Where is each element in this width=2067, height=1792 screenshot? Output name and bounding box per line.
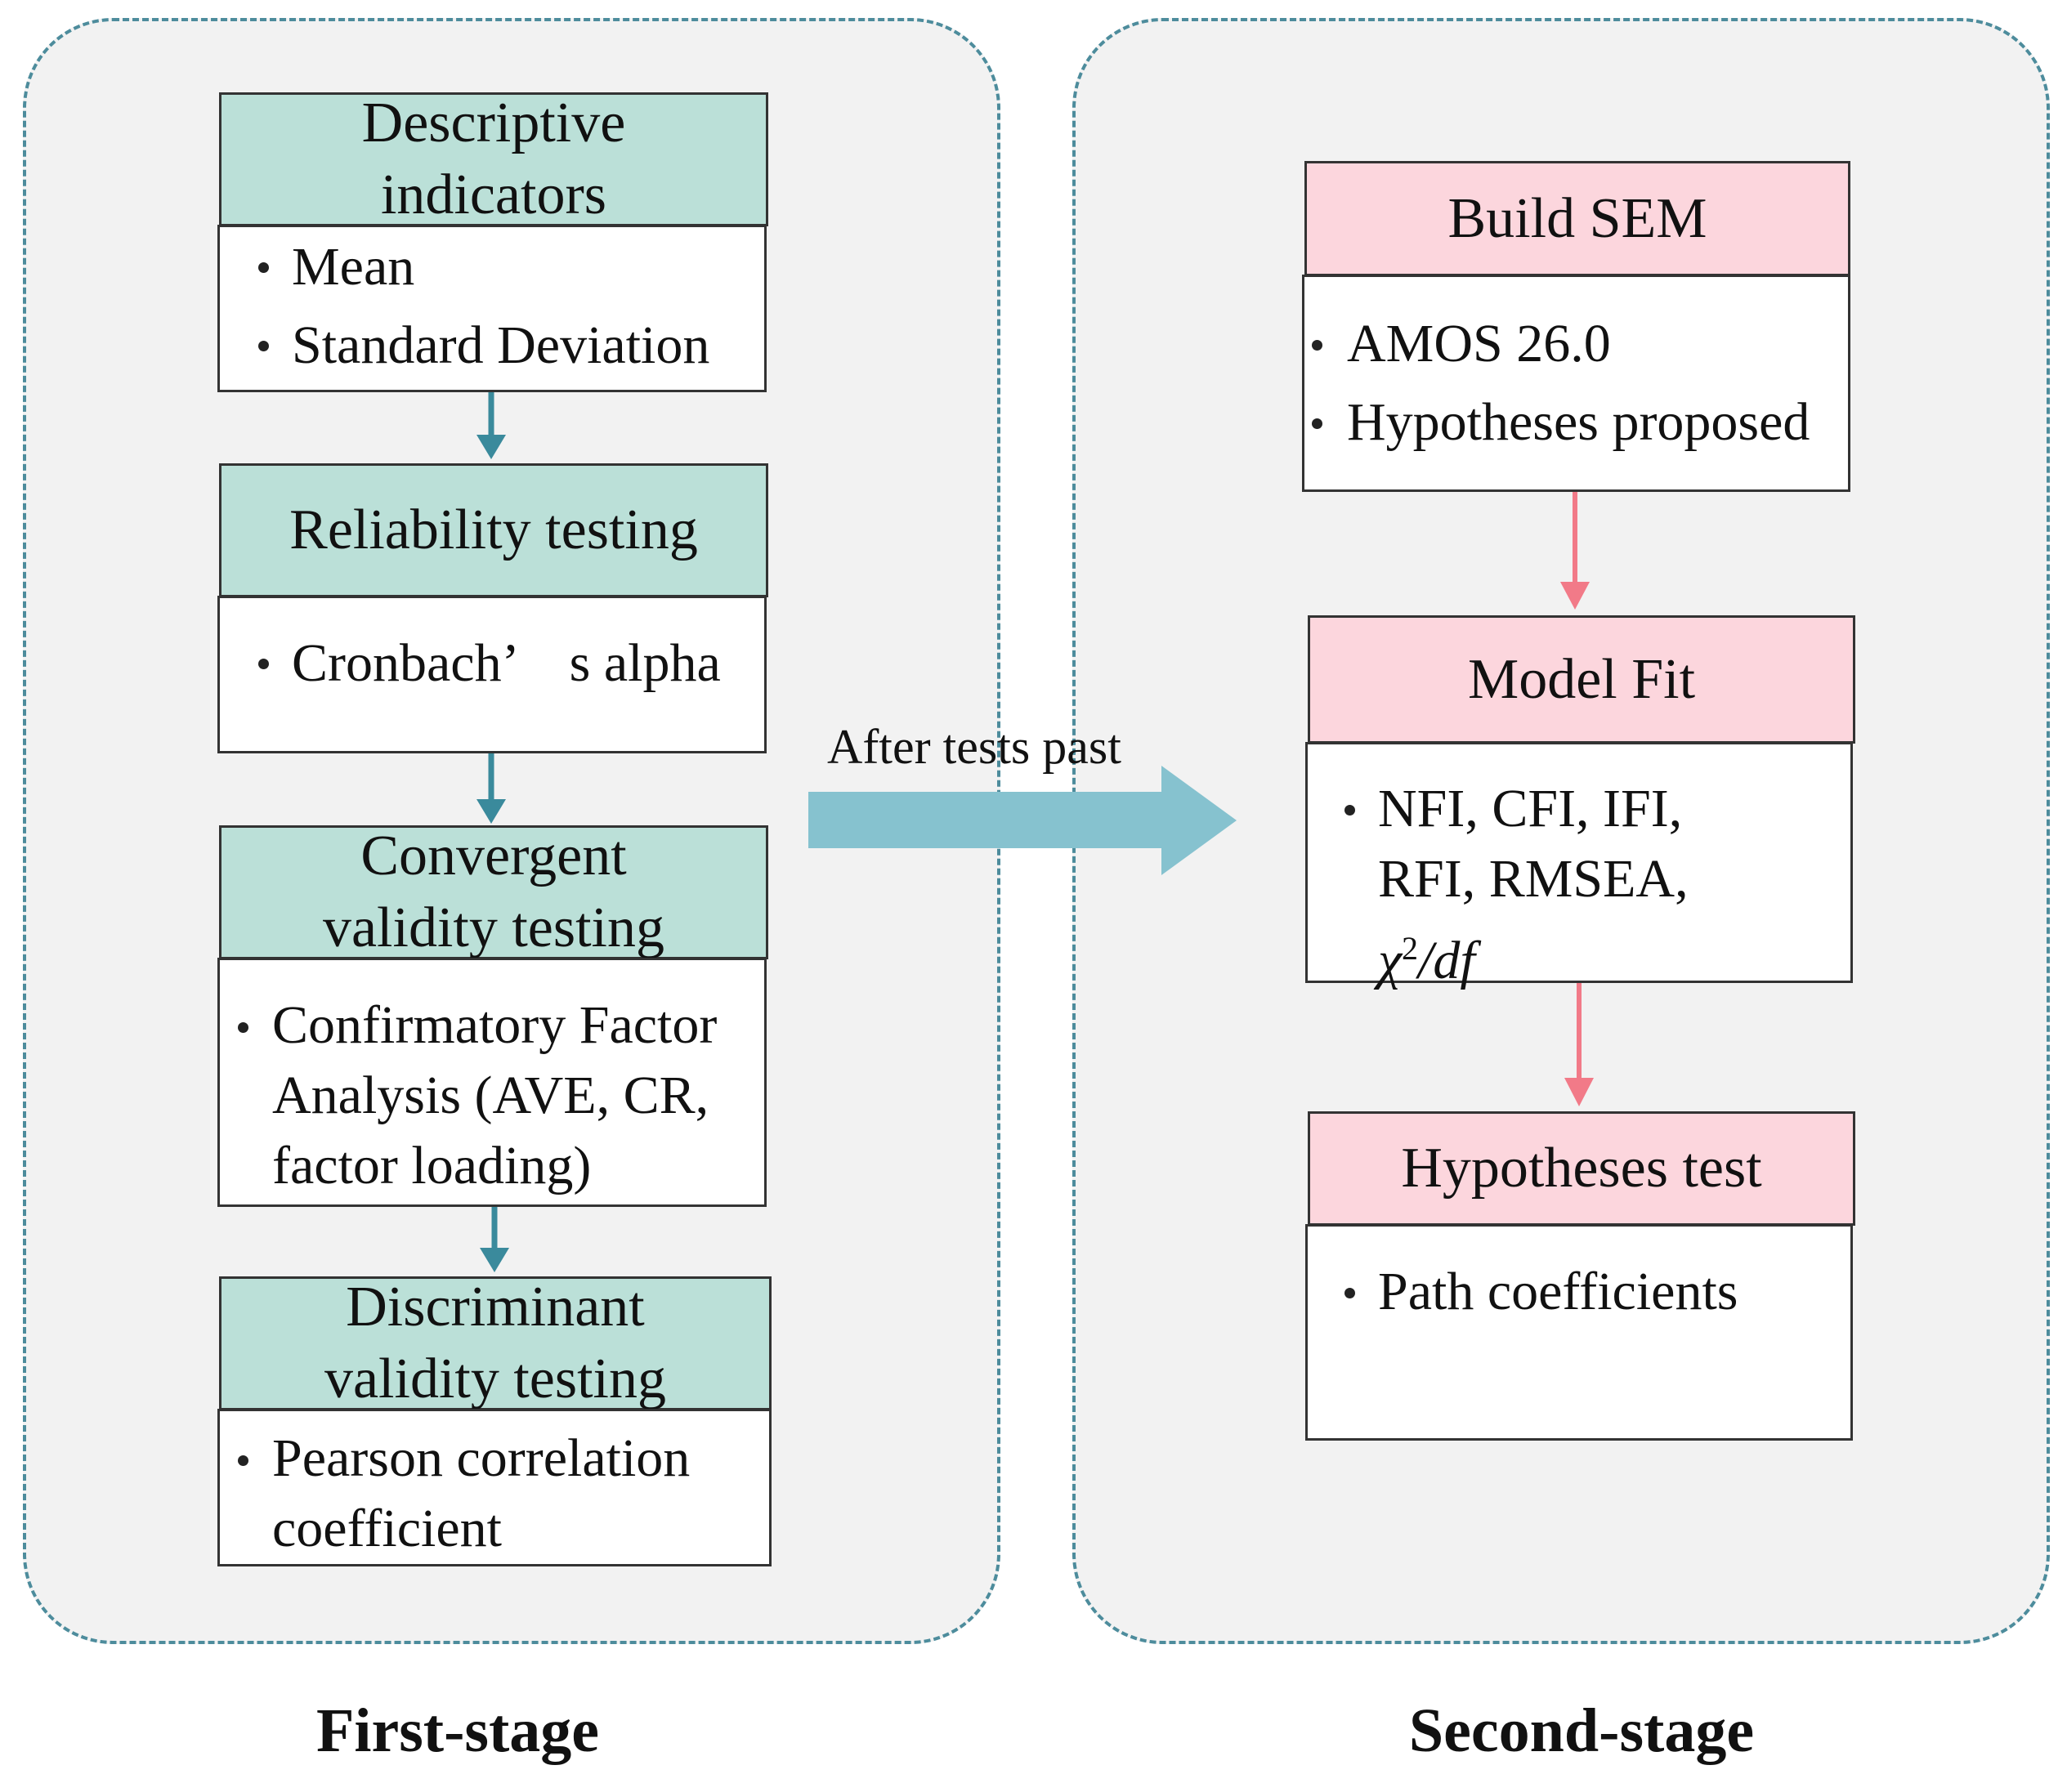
second-stage-arrows [1560, 492, 1594, 1106]
list-item: RFI, RMSEA, [1378, 849, 1689, 909]
list-item: NFI, CFI, IFI, [1378, 779, 1683, 838]
header-line: validity testing [324, 1347, 667, 1410]
list-item: Path coefficients [1378, 1262, 1738, 1321]
formula-rest: /df [1418, 931, 1475, 990]
list-item: Confirmatory Factor [272, 995, 718, 1055]
bullet [238, 1022, 248, 1033]
list-item: AMOS 26.0 [1347, 314, 1611, 373]
convergent-validity-body: Confirmatory Factor Analysis (AVE, CR, f… [217, 958, 767, 1207]
arrowhead-1 [476, 435, 506, 459]
model-fit-body: NFI, CFI, IFI, RFI, RMSEA, χ2/df [1305, 742, 1853, 990]
hypotheses-test-body: Path coefficients [1305, 1224, 1853, 1441]
header-line: Build SEM [1447, 186, 1707, 250]
list-item: Hypotheses proposed [1347, 392, 1810, 452]
list-item: Mean [292, 237, 415, 297]
first-stage-label: First-stage [315, 1696, 600, 1765]
build-sem-header: Build SEM [1304, 161, 1850, 276]
formula-symbol: χ [1378, 931, 1403, 990]
header-line: Discriminant [346, 1276, 645, 1338]
bullet [238, 1455, 248, 1466]
header-line: Hypotheses test [1401, 1137, 1762, 1200]
discriminant-validity-header: Discriminant validity testing [219, 1276, 772, 1410]
list-item: Standard Deviation [292, 315, 710, 375]
header-line: Descriptive [361, 92, 626, 154]
discriminant-validity-body: Pearson correlation coefficient [217, 1409, 772, 1566]
list-item: Pearson correlation [272, 1428, 691, 1488]
reliability-testing-header: Reliability testing [219, 463, 768, 597]
second-stage-label: Second-stage [1408, 1696, 1755, 1765]
arrowhead-3 [480, 1248, 509, 1272]
bullet [258, 262, 269, 273]
transition-label: After tests past [827, 720, 1121, 774]
convergent-validity-header: Convergent validity testing [219, 824, 768, 959]
arrowhead-5 [1564, 1078, 1594, 1106]
header-line: Reliability testing [289, 498, 698, 561]
list-item: coefficient [272, 1499, 502, 1558]
chi-square-df-formula: χ2/df [1378, 914, 1475, 996]
bullet [258, 659, 269, 669]
header-line: validity testing [322, 896, 665, 959]
arrowhead-4 [1560, 582, 1590, 610]
bullet [258, 341, 269, 351]
list-item: Cronbach’ s alpha [292, 633, 721, 693]
formula-superscript: 2 [1402, 930, 1419, 967]
hypotheses-test-header: Hypotheses test [1308, 1111, 1855, 1226]
bullet [1312, 418, 1322, 429]
descriptive-indicators-body: Mean Standard Deviation [217, 225, 767, 392]
list-item: factor loading) [272, 1136, 592, 1195]
arrowhead-2 [476, 799, 506, 824]
transition-arrow [808, 766, 1237, 875]
descriptive-indicators-header: Descriptive indicators [219, 92, 768, 226]
reliability-testing-body: Cronbach’ s alpha [217, 596, 767, 753]
build-sem-body: AMOS 26.0 Hypotheses proposed [1302, 275, 1850, 492]
bullet [1344, 1288, 1355, 1298]
first-stage-arrows [476, 391, 509, 1272]
header-line: Convergent [360, 824, 627, 887]
list-item: Analysis (AVE, CR, [272, 1066, 709, 1125]
bullet [1344, 805, 1355, 816]
bullet [1312, 340, 1322, 351]
model-fit-header: Model Fit [1308, 615, 1855, 744]
header-line: Model Fit [1467, 647, 1696, 711]
header-line: indicators [380, 163, 607, 226]
